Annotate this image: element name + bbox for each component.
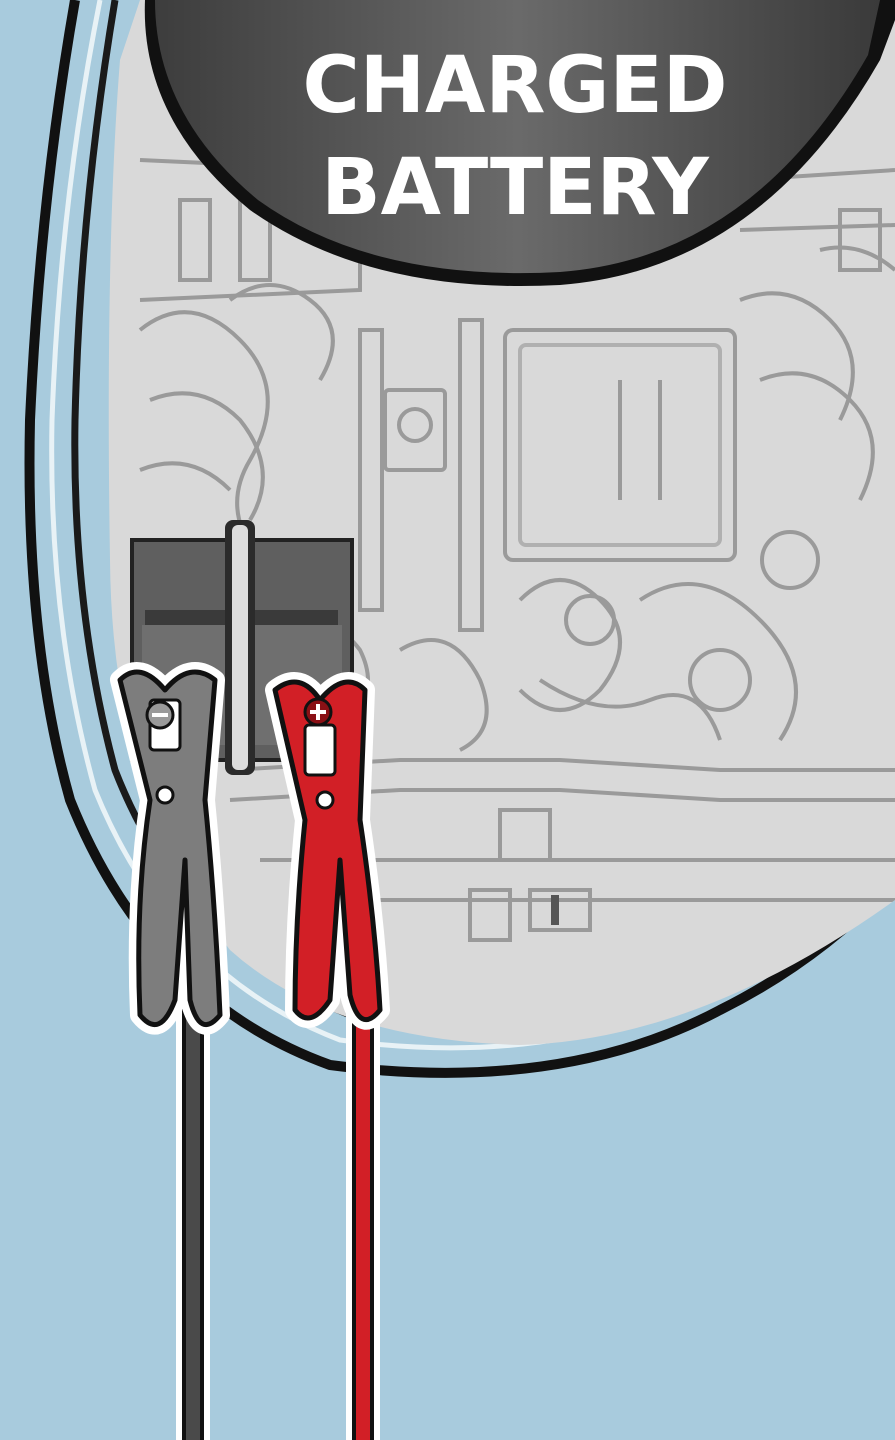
battery-hold-down-bar (225, 520, 255, 775)
badge-line-1: CHARGED (302, 41, 727, 131)
badge-line-2: BATTERY (321, 143, 710, 233)
